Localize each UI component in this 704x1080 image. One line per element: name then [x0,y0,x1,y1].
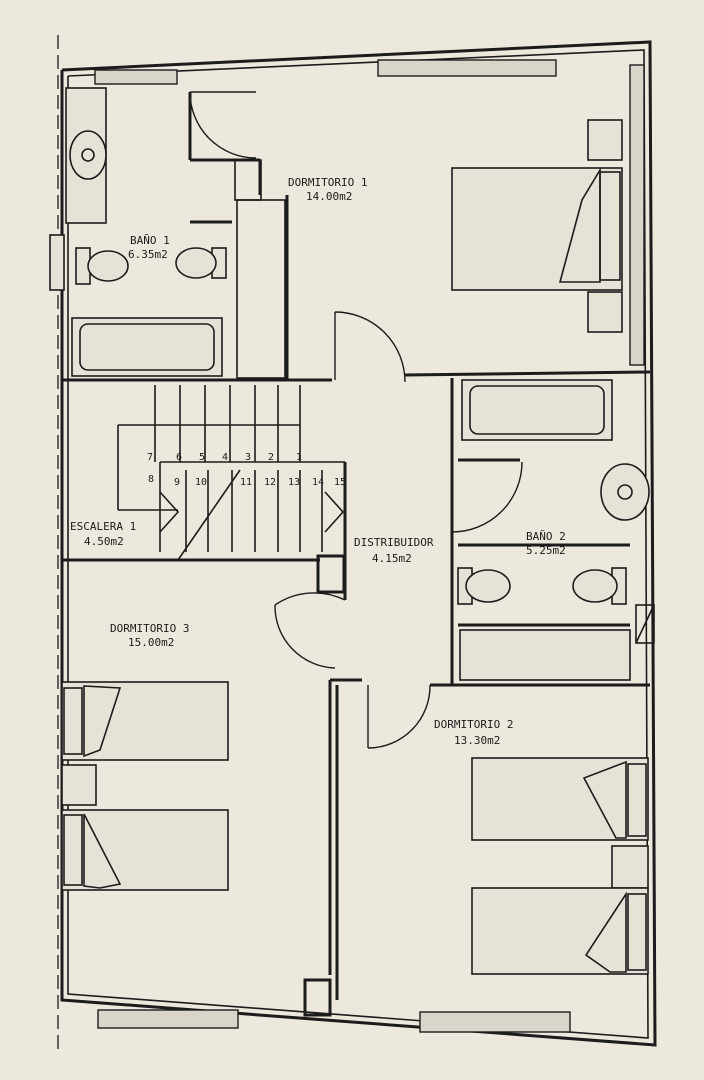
double-bed [451,167,623,291]
bidet [175,247,217,279]
washbasin-2 [600,463,650,521]
room-area-dormitorio-3: 15.00m2 [128,636,174,649]
bidet-2 [572,569,618,603]
room-area-dormitorio-1: 14.00m2 [306,190,352,203]
room-area-escalera-1: 4.50m2 [84,535,124,548]
step-4: 4 [222,452,228,463]
doors [189,91,523,749]
nightstand-4 [611,845,649,889]
room-area-distribuidor: 4.15m2 [372,552,412,565]
bathtub-2 [461,379,613,441]
bedroom-3-furniture [61,681,229,891]
towel-rail [49,234,65,291]
step-9: 9 [174,477,180,488]
step-13: 13 [288,477,300,488]
nightstand-3 [61,764,97,806]
washbasin [69,130,107,180]
step-15: 15 [334,477,346,488]
step-8: 8 [148,474,154,485]
room-label-distribuidor: DISTRIBUIDOR [354,536,434,549]
room-area-bano-2: 5.25m2 [526,544,566,557]
toilet-2 [465,569,511,603]
room-area-dormitorio-2: 13.30m2 [454,734,500,747]
bedroom-2-furniture [471,757,649,975]
room-label-dormitorio-1: DORMITORIO 1 [288,176,367,189]
room-label-dormitorio-2: DORMITORIO 2 [434,718,513,731]
step-12: 12 [264,477,276,488]
interior-walls [62,92,655,1017]
room-label-escalera-1: ESCALERA 1 [70,520,136,533]
windows [94,59,645,1033]
stair-step-numbers: 7 6 5 4 3 2 1 8 9 10 11 12 13 14 15 [147,452,346,488]
bathroom-1-fixtures [49,87,227,377]
single-bed-3 [471,757,649,841]
bath-2-cabinet [459,629,631,681]
step-3: 3 [245,452,251,463]
step-10: 10 [195,477,207,488]
room-label-dormitorio-3: DORMITORIO 3 [110,622,189,635]
single-bed-2 [61,809,229,891]
step-6: 6 [176,452,182,463]
step-14: 14 [312,477,324,488]
toilet [87,250,129,282]
room-area-bano-1: 6.35m2 [128,248,168,261]
nightstand-2 [587,291,623,333]
room-label-bano-2: BAÑO 2 [526,530,566,543]
room-label-bano-1: BAÑO 1 [130,234,170,247]
bathtub-1 [71,317,223,377]
nightstand [587,119,623,161]
step-1: 1 [296,452,302,463]
single-bed-1 [61,681,229,761]
step-2: 2 [268,452,274,463]
bathroom-2-fixtures [457,379,650,681]
stair-treads [154,385,323,552]
staircase [117,385,345,561]
room-labels: DORMITORIO 1 14.00m2 BAÑO 1 6.35m2 ESCAL… [70,176,566,747]
stair-cut-line [177,469,241,561]
step-7: 7 [147,452,153,463]
step-5: 5 [199,452,205,463]
single-bed-4 [471,887,649,975]
bedroom-1-furniture [451,119,623,333]
step-11: 11 [240,477,252,488]
